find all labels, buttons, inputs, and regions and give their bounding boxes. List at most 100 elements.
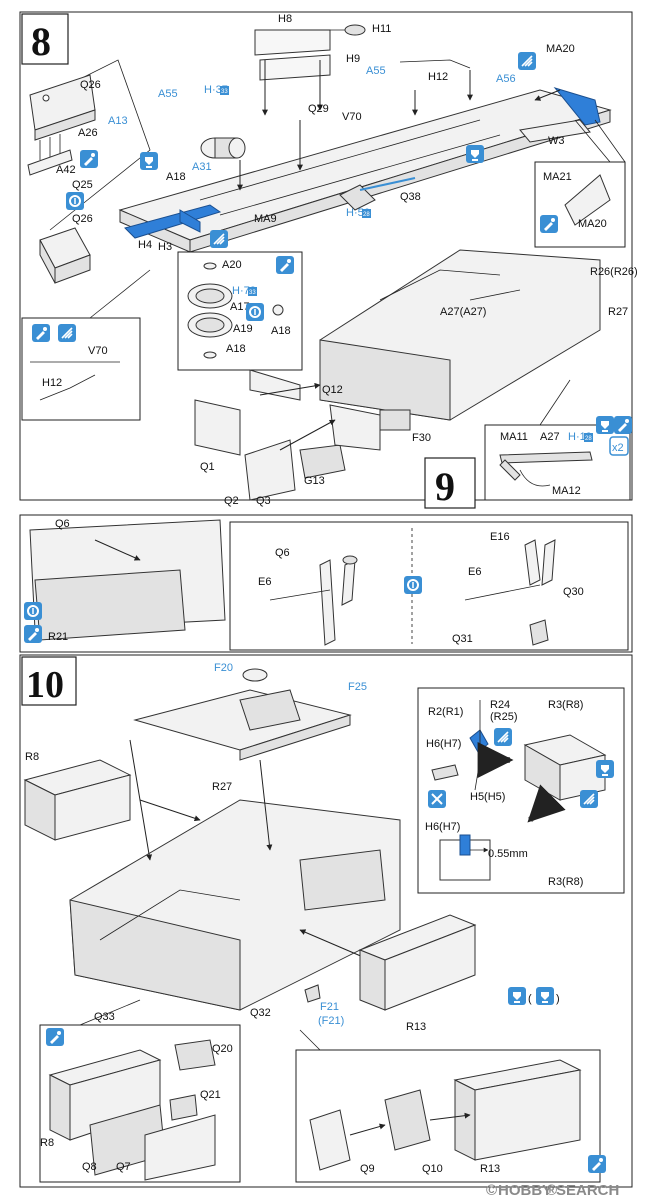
label-e6b: E6 [468, 566, 481, 578]
inset-q6-e16 [229, 521, 629, 651]
label-w3: W3 [548, 135, 565, 147]
repeat-icon: x2 [609, 436, 629, 456]
label-r26: R26(R26) [590, 266, 638, 278]
step-10: 10 F20 F25 R8 R27 [19, 654, 633, 1188]
label-q1: Q1 [200, 461, 215, 473]
part-h4-blue [179, 209, 201, 233]
label-dim: 0.55mm [488, 848, 528, 860]
label-v70b: V70 [88, 345, 108, 357]
label-f30: F30 [412, 432, 431, 444]
label-q30: Q30 [563, 586, 584, 598]
svg-text:28: 28 [363, 212, 370, 218]
part-a31-drum [200, 137, 246, 159]
part-wheels [187, 262, 284, 359]
paint-icon [80, 150, 98, 168]
part-q26-assembly [27, 74, 96, 176]
label-h4: H4 [138, 239, 152, 251]
part-roof-f25 [133, 668, 352, 761]
label-ma20b: MA20 [578, 218, 607, 230]
label-f21b: (F21) [318, 1015, 344, 1027]
label-a27b: A27 [540, 431, 560, 443]
glue-icon-5 [579, 789, 599, 809]
ref-tag-h72: H·72 33 [232, 285, 257, 297]
label-f25: F25 [348, 681, 367, 693]
label-h8: H8 [278, 13, 292, 25]
label-h5: H5(H5) [470, 791, 505, 803]
part-h8-h9-h11 [254, 24, 366, 81]
label-a18b: A18 [271, 325, 291, 337]
paint-icon-6 [24, 625, 42, 643]
label-q2: Q2 [224, 495, 239, 507]
label-g13: G13 [304, 475, 325, 487]
part-r8-box [23, 759, 132, 841]
svg-text:SEARCH: SEARCH [556, 1182, 619, 1199]
label-q12: Q12 [322, 384, 343, 396]
label-h3: H3 [158, 241, 172, 253]
direction-arrow-2 [527, 784, 566, 823]
label-q10: Q10 [422, 1163, 443, 1175]
label-e16: E16 [490, 531, 510, 543]
label-r25: (R25) [490, 711, 518, 723]
part-q6-levers [269, 555, 358, 646]
svg-text:HOBBY: HOBBY [498, 1182, 552, 1199]
part-front-plates [194, 369, 411, 501]
glue-icon-3 [57, 323, 77, 343]
label-a42: A42 [56, 164, 76, 176]
step-9: Q6 R21 Q6 E6 E16 E6 Q30 Q31 [19, 514, 633, 653]
part-h12 [399, 59, 471, 69]
label-v70: V70 [342, 111, 362, 123]
label-q29: Q29 [308, 103, 329, 115]
step-8: 8 Q26 A26 A42 Q25 Q26 [19, 11, 638, 509]
label-a55b: A55 [366, 65, 386, 77]
label-r21: R21 [48, 631, 68, 643]
label-q21: Q21 [200, 1089, 221, 1101]
label-h9: H9 [346, 53, 360, 65]
glue-icon [517, 51, 537, 71]
label-h12b: H12 [42, 377, 62, 389]
watermark: © HOBBY ® SEARCH [486, 1182, 619, 1199]
part-w3 [519, 119, 591, 143]
label-q33: Q33 [94, 1011, 115, 1023]
label-h6b: H6(H7) [425, 821, 460, 833]
label-a13: A13 [108, 115, 128, 127]
label-q38: Q38 [400, 191, 421, 203]
ref-tag-h56: H·56 28 [346, 207, 371, 219]
part-hull-lower [69, 799, 401, 1011]
svg-text:28: 28 [585, 436, 592, 442]
label-q8: Q8 [82, 1161, 97, 1173]
label-a19: A19 [233, 323, 253, 335]
label-r3b: R3(R8) [548, 876, 583, 888]
svg-text:x2: x2 [612, 442, 624, 454]
label-a55: A55 [158, 88, 178, 100]
paint-icon-8 [588, 1155, 606, 1173]
part-q26-box [39, 227, 91, 284]
part-hull-left [29, 519, 226, 641]
label-r8b: R8 [40, 1137, 54, 1149]
remove-icon [428, 790, 446, 808]
label-r13b: R13 [480, 1163, 500, 1175]
drill-icon [23, 601, 43, 621]
label-q25: Q25 [72, 179, 93, 191]
paint-icon-7 [46, 1028, 64, 1046]
label-a31: A31 [192, 161, 212, 173]
glue-icon-4 [493, 727, 513, 747]
symmetry-icon-4 [508, 987, 526, 1005]
part-ma20-blue [553, 87, 601, 126]
label-q32: Q32 [250, 1007, 271, 1019]
label-q6b: Q6 [275, 547, 290, 559]
svg-text:®: ® [546, 1182, 557, 1199]
label-r2: R2(R1) [428, 706, 463, 718]
svg-text:©: © [486, 1182, 497, 1199]
label-ma21: MA21 [543, 171, 572, 183]
symmetry-icon-2 [466, 145, 484, 163]
assembly-arrows-8 [237, 60, 561, 191]
ref-tag-h37: H·37 33 [204, 84, 229, 96]
symmetry-icon [140, 152, 158, 170]
step-number-9: 9 [435, 464, 455, 509]
symmetry-icon-5 [536, 987, 554, 1005]
label-a18c: A18 [226, 343, 246, 355]
step-number-8: 8 [31, 19, 51, 64]
rotate-icon-2 [245, 302, 265, 322]
part-e16-levers [464, 539, 556, 646]
